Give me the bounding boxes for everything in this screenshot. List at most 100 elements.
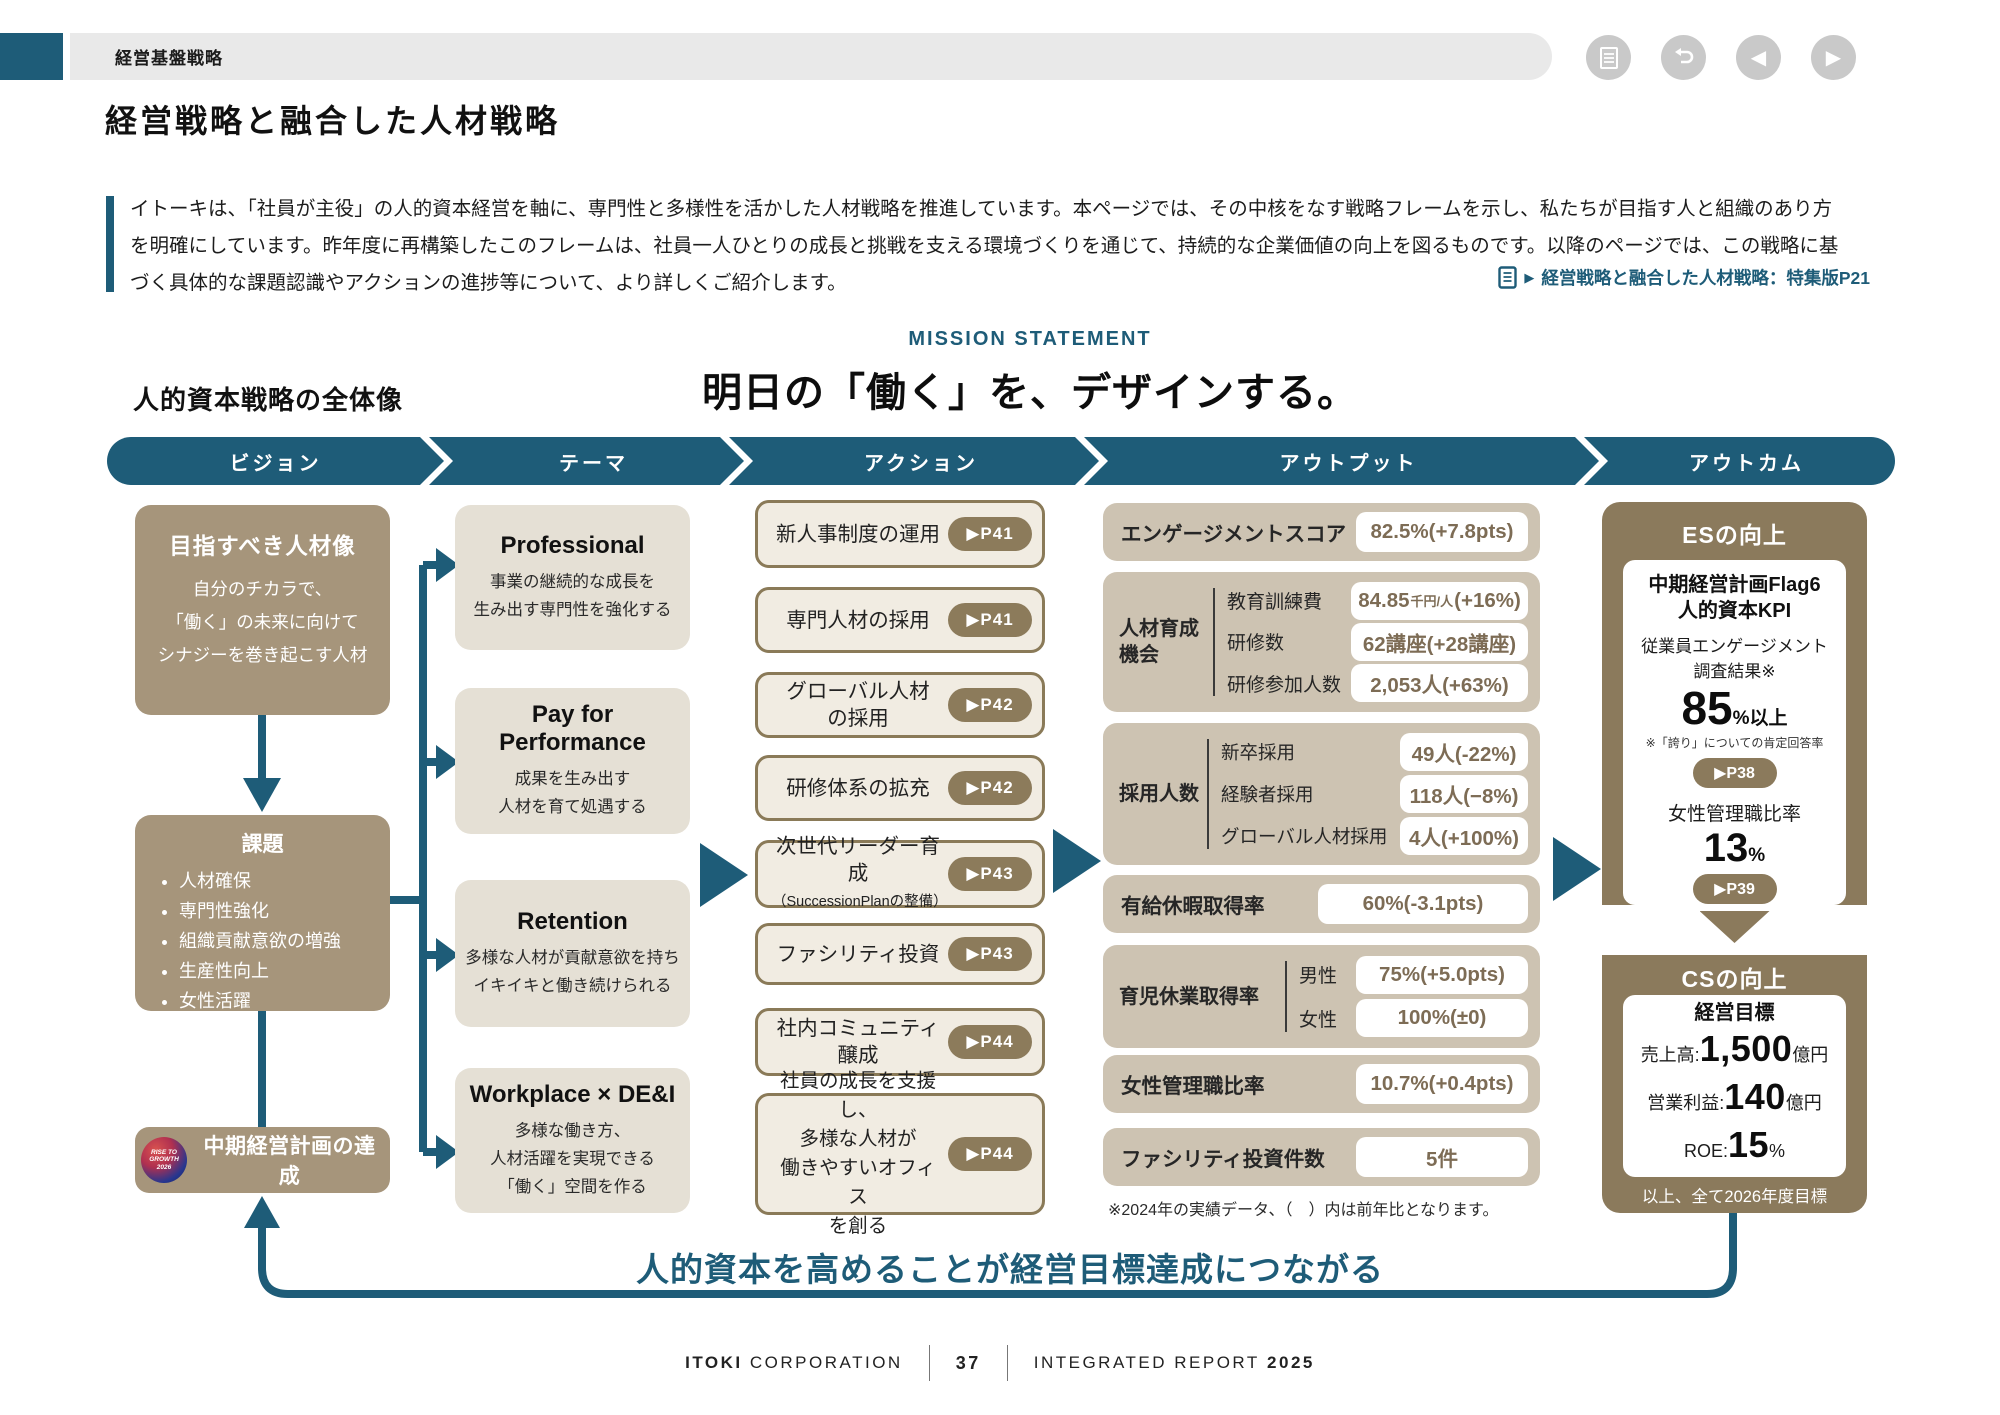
page-link-pill[interactable]: ▶P44 [948, 1137, 1032, 1171]
mission-statement: 明日の「働く」を、デザインする。 [702, 371, 1358, 415]
intro-line: イトーキは、「社員が主役」の人的資本経営を軸に、専門性と多様性を活かした人材戦略… [130, 198, 1833, 220]
sales-goal: 売上高: 1,500 億円 [1640, 1028, 1829, 1069]
roe-goal: ROE: 15 % [1683, 1124, 1786, 1165]
es-to-cs-band [1602, 905, 1867, 955]
flow-header-outcome: アウトカム [1584, 437, 1895, 485]
output-engagement-score: エンゲージメントスコア 82.5%(+7.8pts) [1103, 503, 1540, 561]
flow-header-action: アクション [729, 437, 1099, 485]
action-box-community: 社内コミュニティ 醸成 ▶P44 [755, 1008, 1045, 1076]
midterm-plan-label: 中期経営計画の達成 [203, 1135, 376, 1188]
output-women-managers: 女性管理職比率 10.7%(+0.4pts) [1103, 1055, 1540, 1113]
next-glyph: ▶ [1825, 47, 1842, 69]
page-link-pill[interactable]: ▶P42 [948, 771, 1032, 805]
page-link-pill[interactable]: ▶P39 [1692, 874, 1777, 904]
women-manager-target: 13% [1703, 826, 1766, 870]
intro-accent-bar [106, 196, 114, 292]
theme-box-professional: Professional 事業の継続的な成長を 生み出す専門性を強化する [455, 505, 690, 650]
section-label: 経営基盤戦略 [115, 49, 223, 68]
contents-icon[interactable] [1586, 35, 1631, 80]
action-box-facility-investment: ファシリティ投資 ▶P43 [755, 923, 1045, 985]
undo-icon-glyph [1674, 47, 1693, 63]
down-arrow-icon [1699, 911, 1770, 943]
issue-item: 女性活躍 [179, 986, 390, 1016]
action-box-office-creation: 社員の成長を支援し、 多様な人材が 働きやすいオフィス を創る ▶P44 [755, 1070, 1045, 1237]
output-facility-count: ファシリティ投資件数 5件 [1103, 1128, 1540, 1186]
outcome-footnote: 以上、全て2026年度目標 [1641, 1188, 1828, 1206]
page-link-pill[interactable]: ▶P42 [948, 688, 1032, 722]
feature-link[interactable]: ▶ 経営戦略と融合した人材戦略：特集版P21 [1480, 265, 1870, 290]
issues-title: 課題 [241, 833, 284, 856]
link-arrow-icon: ▶ [1524, 269, 1535, 285]
facility-count-value: 5件 [1356, 1137, 1528, 1177]
output-footnote: ※2024年の実績データ、（ ）内は前年比となります。 [1108, 1202, 1499, 1219]
cs-goal-card: 経営目標 売上高: 1,500 億円 営業利益: 140 億円 ROE: 15 … [1623, 995, 1846, 1177]
page-link-pill[interactable]: ▶P43 [948, 937, 1032, 971]
flow-header-row: ビジョン テーマ アクション アウトプット アウトカム [107, 437, 1895, 485]
page-link-pill[interactable]: ▶P41 [948, 517, 1032, 551]
persona-box: 目指すべき人材像 自分のチカラで、 「働く」の未来に向けて シナジーを巻き起こす… [135, 505, 390, 715]
action-box-training-expansion: 研修体系の拡充 ▶P42 [755, 755, 1045, 821]
footer-divider [928, 1345, 930, 1381]
output-childcare-box: 育児休業取得率 男性 75%(+5.0pts) 女性 100%(±0) [1103, 945, 1540, 1048]
contents-icon-glyph [1599, 46, 1618, 69]
page-number: 37 [955, 1352, 981, 1373]
theme-box-pay-for-performance: Pay for Performance 成果を生み出す 人材を育て処遇する [455, 688, 690, 834]
profit-goal: 営業利益: 140 億円 [1647, 1076, 1822, 1117]
es-kpi-card: 中期経営計画Flag6 人的資本KPI 従業員エンゲージメント 調査結果※ 85… [1623, 560, 1846, 905]
prev-page-icon[interactable]: ◀ [1736, 35, 1781, 80]
theme-box-workplace-dei: Workplace × DE&I 多様な働き方、 人材活躍を実現できる 「働く」… [455, 1068, 690, 1213]
paid-leave-value: 60%(-3.1pts) [1318, 884, 1528, 924]
persona-title: 目指すべき人材像 [169, 534, 356, 559]
rise-to-growth-2026-badge: RISE TO GROWTH 2026 [141, 1137, 187, 1183]
output-paid-leave: 有給休暇取得率 60%(-3.1pts) [1103, 875, 1540, 933]
bottom-statement: 人的資本を高めることが経営目標達成につながる [636, 1251, 1384, 1288]
cs-title: CSの向上 [1681, 966, 1788, 992]
page-link-pill[interactable]: ▶P43 [948, 857, 1032, 891]
page-title: 経営戦略と融合した人材戦略 [105, 103, 561, 139]
page-link-pill[interactable]: ▶P44 [948, 1025, 1032, 1059]
midterm-plan-box: RISE TO GROWTH 2026 中期経営計画の達成 [135, 1127, 390, 1193]
header-accent-block [0, 33, 63, 80]
experienced-value: 118人(−8%) [1400, 775, 1528, 813]
feature-link-label: 経営戦略と融合した人材戦略：特集版P21 [1541, 268, 1870, 288]
issue-item: 専門性強化 [179, 896, 390, 926]
female-childcare-value: 100%(±0) [1356, 999, 1528, 1038]
es-title: ESの向上 [1682, 522, 1787, 548]
group-divider [1285, 961, 1287, 1032]
engagement-value: 82.5%(+7.8pts) [1356, 512, 1528, 552]
issue-item: 生産性向上 [179, 956, 390, 986]
next-page-icon[interactable]: ▶ [1811, 35, 1856, 80]
flow-header-output: アウトプット [1084, 437, 1599, 485]
undo-icon[interactable] [1661, 35, 1706, 80]
output-hiring-box: 採用人数 新卒採用 49人(-22%) 経験者採用 118人(−8%) グローバ… [1103, 723, 1540, 865]
persona-body: 自分のチカラで、 「働く」の未来に向けて シナジーを巻き起こす人材 [157, 579, 368, 665]
action-box-specialist-hiring: 専門人材の採用 ▶P41 [755, 587, 1045, 653]
issue-item: 組織貢献意欲の増強 [179, 926, 390, 956]
women-managers-value: 10.7%(+0.4pts) [1356, 1064, 1528, 1104]
group-divider [1213, 588, 1215, 696]
engagement-target: 85%以上 [1681, 682, 1788, 734]
page-link-pill[interactable]: ▶P41 [948, 603, 1032, 637]
issues-box: 課題 人材確保 専門性強化 組織貢献意欲の増強 生産性向上 女性活躍 [135, 815, 390, 1011]
flow-header-vision: ビジョン [107, 437, 444, 485]
intro-paragraph: イトーキは、「社員が主役」の人的資本経営を軸に、専門性と多様性を活かした人材戦略… [130, 191, 1870, 302]
document-icon [1498, 266, 1518, 289]
survey-note: ※「誇り」についての肯定回答率 [1645, 736, 1824, 750]
issue-item: 人材確保 [179, 866, 390, 896]
outcome-column: ESの向上 中期経営計画Flag6 人的資本KPI 従業員エンゲージメント 調査… [1602, 502, 1867, 1213]
flow-header-theme: テーマ [429, 437, 744, 485]
mission-eyebrow: MISSION STATEMENT [908, 328, 1152, 350]
issues-list: 人材確保 専門性強化 組織貢献意欲の増強 生産性向上 女性活躍 [179, 866, 390, 1016]
footer-divider [1006, 1345, 1008, 1381]
course-count-value: 62講座(+28講座) [1351, 622, 1528, 661]
page-link-pill[interactable]: ▶P38 [1692, 758, 1777, 788]
new-grad-value: 49人(-22%) [1400, 733, 1528, 771]
intro-line: を明確にしています。昨年度に再構築したこのフレームは、社員一人ひとりの成長と挑戦… [130, 235, 1839, 257]
page-footer: ITOKI CORPORATION 37 INTEGRATED REPORT 2… [0, 1345, 2000, 1381]
overview-label: 人的資本戦略の全体像 [133, 385, 404, 415]
intro-line: づく具体的な課題認識やアクションの進捗等について、より詳しくご紹介します。 [130, 272, 847, 294]
viewer-nav: ◀ ▶ [1586, 35, 1856, 80]
